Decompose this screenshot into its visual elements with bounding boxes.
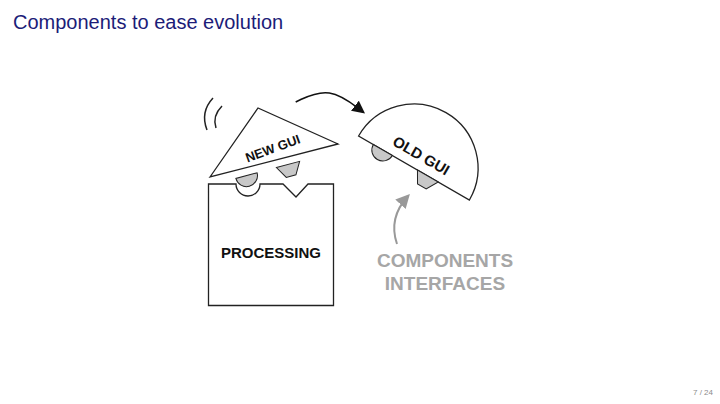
page-number: 7 / 24 (640, 388, 713, 398)
leader-arrow (394, 196, 408, 244)
motion-line (205, 98, 213, 130)
replace-arrow (296, 93, 363, 112)
gui-half-disk (359, 81, 502, 200)
interfaces-callout: COMPONENTS INTERFACES (355, 249, 535, 295)
slide-title: Components to ease evolution (13, 11, 283, 34)
processing-block (209, 184, 334, 306)
motion-line (215, 106, 222, 128)
round-tab (236, 173, 260, 189)
processing-box: PROCESSING (208, 182, 334, 306)
wedge-tab (276, 161, 302, 179)
round-tab (368, 145, 393, 166)
gui-component: OLD GUI (345, 95, 485, 210)
gui-component: NEW GUI (200, 100, 345, 195)
component-label: PROCESSING (221, 245, 321, 262)
gui-triangle (210, 108, 338, 177)
